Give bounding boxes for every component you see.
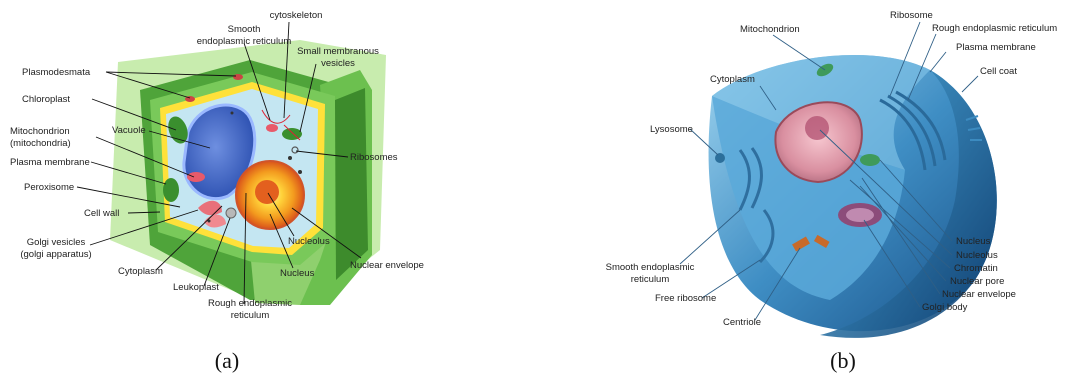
label-lysosome: Lysosome	[650, 124, 693, 135]
label-ribosomes: Ribosomes	[350, 152, 398, 163]
svg-text:(mitochondria): (mitochondria)	[10, 138, 71, 149]
label-cytoplasm-a: Cytoplasm	[118, 266, 163, 277]
label-vacuole: Vacuole	[112, 125, 146, 136]
label-nuclear-envelope-b: Nuclear envelope	[942, 289, 1016, 300]
svg-text:Small membranous: Small membranous	[297, 46, 379, 57]
label-smooth-er-a-2: endoplasmic reticulum	[197, 36, 292, 47]
label-small-vesicles: Small membranous	[297, 46, 379, 57]
label-chromatin: Chromatin	[954, 263, 998, 274]
svg-text:Rough endoplasmic: Rough endoplasmic	[208, 298, 292, 309]
label-nucleus-a: Nucleus	[280, 268, 315, 279]
svg-text:Smooth endoplasmic: Smooth endoplasmic	[606, 262, 695, 273]
caption-a: (a)	[215, 348, 239, 373]
label-leukoplast: Leukoplast	[173, 282, 219, 293]
label-smooth-er-b-2: reticulum	[631, 274, 670, 285]
label-nucleolus-b: Nucleolus	[956, 250, 998, 261]
svg-text:reticulum: reticulum	[631, 274, 670, 285]
label-nucleolus-a: Nucleolus	[288, 236, 330, 247]
svg-text:endoplasmic reticulum: endoplasmic reticulum	[197, 36, 292, 47]
label-plasmodesmata: Plasmodesmata	[22, 67, 91, 78]
label-cytoskeleton: cytoskeleton	[270, 10, 323, 21]
label-smooth-er-b: Smooth endoplasmic	[606, 262, 695, 273]
label-rough-er-a-2: reticulum	[231, 310, 270, 321]
svg-text:(golgi apparatus): (golgi apparatus)	[20, 249, 91, 260]
label-cytoplasm-b: Cytoplasm	[710, 74, 755, 85]
label-peroxisome: Peroxisome	[24, 182, 74, 193]
label-mitochondrion-a-2: (mitochondria)	[10, 138, 71, 149]
label-ribosome: Ribosome	[890, 10, 933, 21]
label-mitochondrion-b: Mitochondrion	[740, 24, 800, 35]
label-golgi-vesicles: Golgi vesicles	[27, 237, 86, 248]
svg-text:reticulum: reticulum	[231, 310, 270, 321]
caption-b: (b)	[830, 348, 856, 373]
svg-text:Mitochondrion: Mitochondrion	[10, 126, 70, 137]
label-small-vesicles-2: vesicles	[321, 58, 355, 69]
label-nuclear-pore: Nuclear pore	[950, 276, 1004, 287]
label-golgi-vesicles-2: (golgi apparatus)	[20, 249, 91, 260]
label-nuclear-envelope-a: Nuclear envelope	[350, 260, 424, 271]
label-rough-er-b: Rough endoplasmic reticulum	[932, 23, 1057, 34]
label-golgi-body: Golgi body	[922, 302, 968, 313]
label-mitochondrion-a: Mitochondrion	[10, 126, 70, 137]
label-free-ribosome: Free ribosome	[655, 293, 716, 304]
label-cell-wall: Cell wall	[84, 208, 119, 219]
label-plasma-membrane-a: Plasma membrane	[10, 157, 90, 168]
label-chloroplast: Chloroplast	[22, 94, 70, 105]
label-centriole: Centriole	[723, 317, 761, 328]
label-plasma-membrane-b: Plasma membrane	[956, 42, 1036, 53]
label-smooth-er-a: Smooth	[228, 24, 261, 35]
label-cell-coat: Cell coat	[980, 66, 1017, 77]
svg-text:vesicles: vesicles	[321, 58, 355, 69]
svg-text:Golgi vesicles: Golgi vesicles	[27, 237, 86, 248]
label-rough-er-a: Rough endoplasmic	[208, 298, 292, 309]
label-nucleus-b: Nucleus	[956, 236, 991, 247]
